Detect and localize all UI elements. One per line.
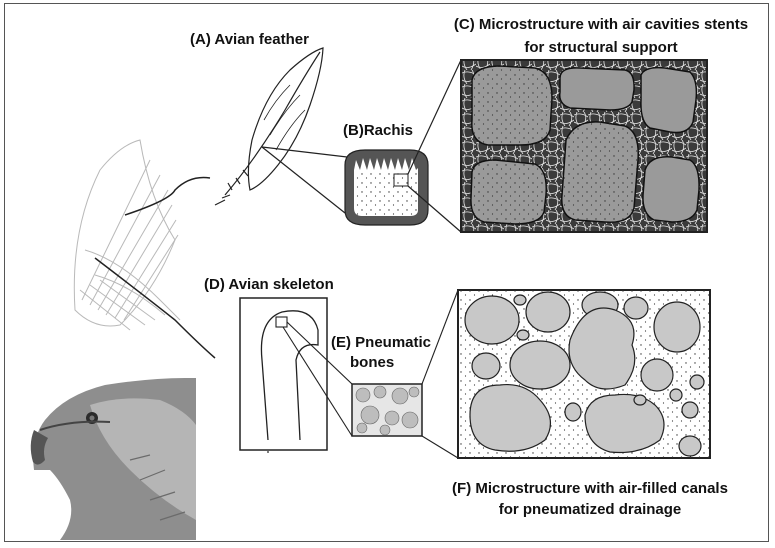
canal-f-4 [623,296,649,320]
canal-f-11 [640,358,674,392]
label-f-line1: (F) Microstructure with air-filled canal… [452,480,728,497]
canal-f-14 [516,329,530,341]
feather-illustration [214,47,324,206]
microstructure-c-panel [460,59,708,233]
rachis-to-c-connector-top [407,59,462,175]
canal-f-7 [509,340,571,390]
microstructure-f-panel [457,289,711,459]
feather-to-rachis-connector-top [261,146,348,158]
wing-to-skeleton-connector [94,257,216,359]
canal-f-2 [525,291,571,333]
label-c-line2: for structural support [524,39,678,56]
cavity-c-2 [558,67,635,111]
canal-f-17 [689,374,705,390]
canal-f-13 [513,294,527,306]
skeleton-to-e-connector-bottom [282,326,353,437]
canal-f-9 [469,383,551,452]
label-a-avian-feather: (A) Avian feather [190,31,309,48]
label-d-avian-skeleton: (D) Avian skeleton [204,276,334,293]
cavity-c-6 [642,156,700,223]
canal-f-18 [633,394,647,406]
skeleton-to-e-connector-top [286,321,353,385]
canal-f-1 [464,295,520,345]
label-e-line1: (E) Pneumatic [331,334,432,351]
rachis-cross-section [344,149,429,226]
pneumatic-bones-thumbnail [351,383,423,437]
feather-to-rachis-connector-bottom [261,146,346,214]
canal-f-10 [584,393,665,454]
label-e-line2: bones [350,354,395,371]
rachis-to-c-connector-bottom [407,185,462,233]
eagle-head-illustration [30,378,196,540]
e-to-f-connector-bottom [421,435,459,459]
label-f-line2: for pneumatized drainage [498,501,682,518]
canal-f-19 [669,388,683,402]
canal-f-8 [471,352,501,380]
label-c-line1: (C) Microstructure with air cavities ste… [453,16,749,33]
canal-f-5 [568,307,636,390]
label-b-rachis: (B)Rachis [343,122,414,139]
canal-f-16 [678,435,702,457]
e-to-f-connector-top [421,289,459,385]
wing-illustration [73,139,181,331]
cavity-c-3 [640,66,698,134]
canal-f-15 [564,402,582,422]
canal-f-6 [653,301,701,353]
wing-to-feather-connector [124,176,211,216]
canal-f-12 [681,401,699,419]
